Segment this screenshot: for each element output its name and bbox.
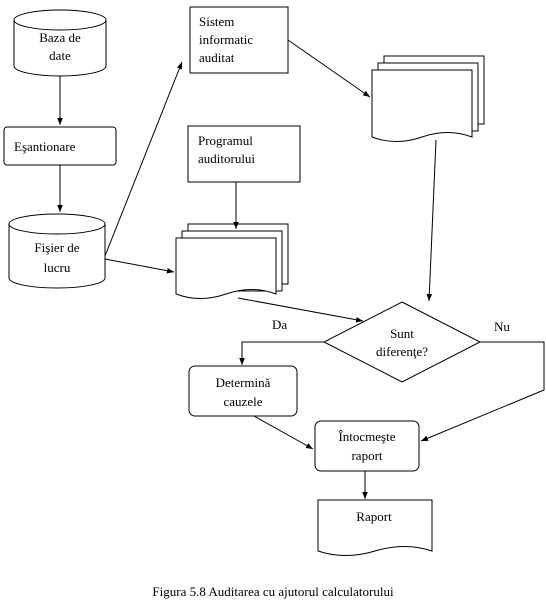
arrow-fisier-to-documents [104, 258, 175, 274]
fisier-de-lucru-line-2: lucru [44, 260, 71, 275]
arrow-sistem-to-documents [287, 39, 371, 98]
branch-label-da: Da [272, 317, 287, 332]
connectors [57, 39, 545, 499]
multi-document-output-middle [175, 223, 289, 299]
arrow-decision-nu-to-intocmeste [420, 341, 545, 442]
esantionare-label: Eşantionare [14, 139, 76, 154]
figure-caption: Figura 5.8 Auditarea cu ajutorul calcula… [152, 584, 394, 599]
arrow-decision-da-to-determina [239, 341, 324, 365]
process-box-sistem-informatic: Sistem informatic auditat [189, 6, 289, 74]
determina-cauzele-line-2: cauzele [224, 394, 263, 409]
decision-diamond-sunt-diferente: Sunt diferenţe? [322, 301, 482, 383]
baza-de-date-line-2: date [49, 48, 71, 63]
intocmeste-raport-line-2: raport [351, 448, 382, 463]
arrow-determina-to-intocmeste [253, 415, 314, 450]
intocmeste-raport-line-1: Întocmeşte [338, 429, 395, 444]
fisier-de-lucru-line-1: Fişier de [34, 240, 79, 255]
programul-auditorului-line-1: Programul [198, 133, 253, 148]
database-cylinder-baza-de-date: Baza de date [13, 9, 107, 77]
sunt-diferente-line-2: diferenţe? [376, 344, 428, 359]
sistem-informatic-line-2: informatic [199, 32, 253, 47]
branch-label-nu: Nu [494, 319, 510, 334]
determina-cauzele-line-1: Determină [216, 375, 271, 390]
process-box-intocmeste-raport: Întocmeşte raport [314, 420, 420, 472]
document-raport: Raport [317, 499, 433, 556]
baza-de-date-line-1: Baza de [39, 30, 81, 45]
process-box-programul-auditorului: Programul auditorului [187, 125, 301, 183]
multi-document-output-top [371, 55, 485, 142]
sistem-informatic-line-3: auditat [199, 50, 235, 65]
raport-label: Raport [356, 509, 392, 524]
database-cylinder-fisier-de-lucru: Fişier de lucru [8, 213, 106, 289]
programul-auditorului-line-2: auditorului [198, 151, 255, 166]
sistem-informatic-line-1: Sistem [199, 14, 234, 29]
arrow-top-documents-to-decision [426, 139, 437, 302]
arrow-fisier-to-sistem [104, 61, 183, 257]
process-box-esantionare: Eşantionare [3, 126, 117, 166]
process-box-determina-cauzele: Determină cauzele [188, 365, 298, 417]
arrow-documents-to-decision [237, 297, 364, 323]
sunt-diferente-line-1: Sunt [390, 326, 414, 341]
